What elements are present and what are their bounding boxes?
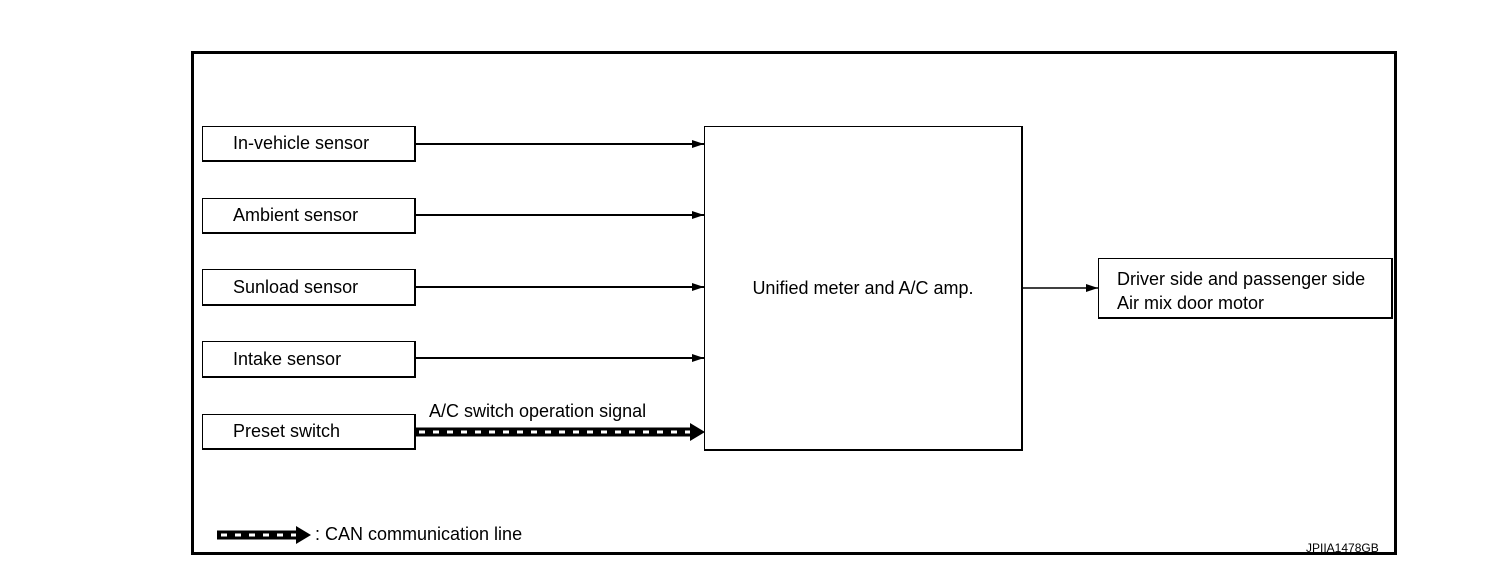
output-line-2: Air mix door motor <box>1117 293 1265 313</box>
label-in-vehicle-sensor: In-vehicle sensor <box>233 133 370 153</box>
signal-label: A/C switch operation signal <box>429 401 647 421</box>
box-ambient-sensor: Ambient sensor <box>202 198 416 234</box>
label-intake-sensor: Intake sensor <box>233 348 342 369</box>
can-line-preset-switch <box>415 423 705 441</box>
label-preset-switch: Preset switch <box>233 421 341 441</box>
legend-label: : CAN communication line <box>315 524 523 544</box>
box-unified-meter-ac-amp: Unified meter and A/C amp. <box>704 126 1023 451</box>
label-ambient-sensor: Ambient sensor <box>233 205 359 225</box>
box-intake-sensor: Intake sensor <box>202 341 416 378</box>
diagram-frame <box>191 51 1397 555</box>
box-sunload-sensor: Sunload sensor <box>202 269 416 306</box>
box-preset-switch: Preset switch <box>202 414 416 450</box>
label-sunload-sensor: Sunload sensor <box>233 276 359 297</box>
label-unified-meter-ac-amp: Unified meter and A/C amp. <box>752 277 974 298</box>
legend-can-symbol <box>217 526 311 544</box>
figure-code: JPIIA1478GB <box>1306 541 1379 555</box>
box-in-vehicle-sensor: In-vehicle sensor <box>202 126 416 162</box>
box-air-mix-door-motor: Driver side and passenger side Air mix d… <box>1098 258 1393 319</box>
output-line-1: Driver side and passenger side <box>1117 269 1366 289</box>
